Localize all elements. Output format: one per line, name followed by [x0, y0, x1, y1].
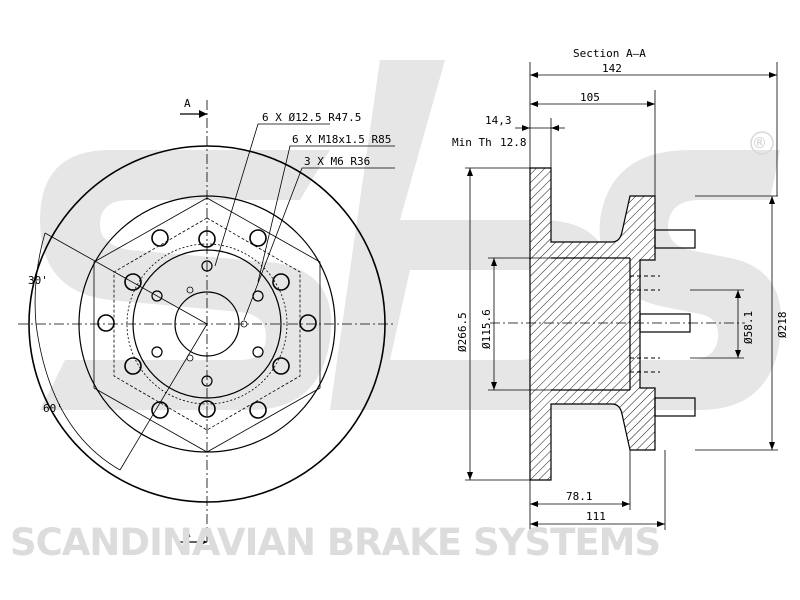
- stud-hole: [124, 357, 142, 375]
- registered-mark: ®: [752, 134, 767, 152]
- stud-hole: [198, 230, 216, 248]
- arrowhead: [530, 101, 538, 107]
- small-hole: [151, 346, 163, 358]
- arrowhead: [522, 125, 530, 131]
- small-hole: [151, 290, 163, 302]
- arrowhead: [491, 382, 497, 390]
- dim-inner-diameter: Ø115.6: [480, 309, 493, 349]
- m6-hole: [240, 320, 248, 328]
- dim-disc-thickness: 14,3: [485, 114, 512, 127]
- arrowhead-bottom: [199, 538, 207, 546]
- arrowhead: [530, 521, 538, 527]
- dim-offset: 78.1: [566, 490, 593, 503]
- section-view: Section A–A 142 105 14,3 Min T: [452, 47, 789, 530]
- stud-hole: [124, 273, 142, 291]
- dim-center-bore: Ø58.1: [742, 311, 755, 344]
- dim-hub-width: 105: [580, 91, 600, 104]
- mounting-hole: [151, 401, 169, 419]
- arrowhead: [467, 168, 473, 176]
- arrowhead: [530, 501, 538, 507]
- disc-outer-edge: [28, 145, 386, 503]
- dim-total-height: 111: [586, 510, 606, 523]
- angle-arc-60: [35, 323, 121, 471]
- arrowhead: [769, 196, 775, 204]
- arrowhead: [551, 125, 559, 131]
- arrowhead: [769, 72, 777, 78]
- mounting-hole: [97, 314, 115, 332]
- hub-hexagon: [93, 197, 321, 453]
- stud-bottom: [654, 397, 696, 417]
- angle-label-30: 30': [28, 274, 48, 287]
- small-hole: [201, 260, 213, 272]
- m6-hole: [186, 286, 194, 294]
- callout-holes-m6: 3 X M6 R36: [304, 155, 370, 168]
- front-view: A A: [18, 97, 395, 546]
- dim-overall-width: 142: [602, 62, 622, 75]
- arrowhead: [622, 501, 630, 507]
- section-title: Section A–A: [573, 47, 646, 60]
- disc-cross-section: [529, 167, 656, 481]
- ring-teeth: [126, 243, 288, 405]
- center-bore: [174, 291, 240, 357]
- brand-tagline: SCANDINAVIAN BRAKE SYSTEMS: [10, 521, 660, 564]
- arrowhead: [467, 472, 473, 480]
- callout-holes-12-5: 6 X Ø12.5 R47.5: [262, 111, 361, 124]
- dim-outer-diameter: Ø266.5: [456, 312, 469, 352]
- arrowhead: [769, 442, 775, 450]
- stud-hole: [272, 357, 290, 375]
- angle-arc-30: [34, 232, 46, 325]
- watermark-logo: ®: [40, 60, 782, 410]
- leader-callout-2: [257, 145, 395, 283]
- arrowhead: [491, 258, 497, 266]
- hub-ring: [132, 249, 282, 399]
- registered-circle: [750, 131, 774, 155]
- arrowhead: [647, 101, 655, 107]
- small-hole: [252, 346, 264, 358]
- leader-callout-1: [214, 123, 330, 267]
- min-thickness-label: Min Th: [452, 136, 492, 149]
- angle-line-60: [119, 323, 208, 471]
- callout-studs-m18: 6 X M18x1.5 R85: [292, 133, 391, 146]
- min-thickness-value: 12.8: [500, 136, 527, 149]
- arrowhead-top: [199, 110, 207, 118]
- angle-label-60: 60': [43, 402, 63, 415]
- mounting-hole: [299, 314, 317, 332]
- angle-line-30: [44, 232, 208, 325]
- arrowhead: [657, 521, 665, 527]
- mounting-hole: [151, 229, 169, 247]
- leader-callout-3: [243, 167, 395, 321]
- arrowhead: [735, 290, 741, 298]
- mounting-hole: [249, 401, 267, 419]
- stud-hole: [272, 273, 290, 291]
- arrowhead: [735, 350, 741, 358]
- stud-top: [654, 229, 696, 249]
- small-hole: [201, 375, 213, 387]
- section-marker-bottom: A: [184, 527, 191, 540]
- stud-hole: [198, 400, 216, 418]
- section-marker-top: A: [184, 97, 191, 110]
- dim-pcd: Ø218: [776, 312, 789, 339]
- mounting-hole: [249, 229, 267, 247]
- arrowhead: [530, 72, 538, 78]
